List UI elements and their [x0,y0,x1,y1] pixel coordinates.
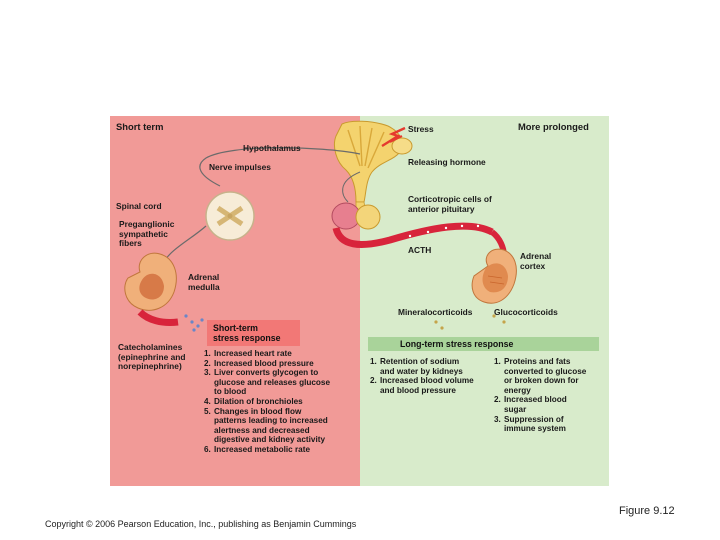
corticotropic-label: Corticotropic cells of anterior pituitar… [408,194,492,214]
list-item-text: Suppression of immune system [504,414,566,434]
long-term-box-title: Long-term stress response [400,339,514,349]
list-item-number: 1. [494,357,501,366]
list-item-number: 5. [204,406,211,416]
adrenal-cortex-label: Adrenal cortex [520,251,552,271]
mineralocorticoids-label: Mineralocorticoids [398,307,473,317]
list-item-text: Increased heart rate [214,349,292,358]
acth-particles [408,224,480,238]
catecholamine-vessel [137,309,179,326]
list-item-number: 1. [204,349,211,358]
list-item-text: Increased blood pressure [214,358,314,368]
list-item-text: Proteins and fats converted to glucose o… [504,357,587,395]
list-item: 6.Increased metabolic rate [204,445,364,455]
diagram-artwork [110,116,609,486]
long-term-list-left: 1.Retention of sodium and water by kidne… [370,357,496,395]
preganglionic-label: Preganglionic sympathetic fibers [119,219,175,249]
acth-label: ACTH [408,245,432,255]
list-item-number: 1. [370,357,377,366]
spinal-cord-illustration [205,191,255,241]
adrenal-cortex-illustration [471,248,517,304]
list-item: 3.Suppression of immune system [494,415,608,434]
list-item-text: Increased blood volume and blood pressur… [380,376,474,395]
list-item-number: 4. [204,396,211,406]
nerve-impulses-label: Nerve impulses [209,162,271,172]
list-item-text: Dilation of bronchioles [214,396,303,406]
list-item-text: Increased blood sugar [504,395,567,414]
pituitary-illustration [331,201,381,230]
list-item: 1.Retention of sodium and water by kidne… [370,357,496,376]
list-item: 3.Liver converts glycogen to glucose and… [204,368,364,397]
list-item: 2.Increased blood volume and blood press… [370,376,496,395]
releasing-hormone-label: Releasing hormone [408,157,486,167]
blood-vessel [332,222,494,248]
list-item-text: Retention of sodium and water by kidneys [380,357,463,376]
list-item-number: 3. [494,414,501,424]
stress-label: Stress [408,124,434,134]
adrenal-medulla-label: Adrenal medulla [188,272,220,292]
list-item: 1.Increased heart rate [204,349,364,359]
more-prolonged-heading: More prolonged [518,121,589,132]
list-item-number: 2. [370,376,377,386]
adrenal-medulla-illustration [124,252,177,311]
list-item: 2.Increased blood sugar [494,395,608,414]
list-item-number: 6. [204,444,211,454]
short-term-box-title: Short-term stress response [213,323,281,343]
list-item-text: Changes in blood flow patterns leading t… [214,406,328,445]
long-term-list-right: 1.Proteins and fats converted to glucose… [494,357,608,434]
long-term-box-header [368,337,599,351]
list-item: 1.Proteins and fats converted to glucose… [494,357,608,395]
short-term-heading: Short term [116,121,164,132]
stress-response-figure: Short term More prolonged Stress Hypotha… [110,116,609,486]
short-term-box-header [207,320,300,346]
list-item-number: 3. [204,368,211,378]
corticoid-particles [434,314,506,330]
list-item-number: 2. [494,395,501,405]
catecholamine-particles [184,314,204,332]
figure-label: Figure 9.12 [619,505,675,517]
list-item-text: Liver converts glycogen to glucose and r… [214,368,331,397]
copyright-text: Copyright © 2006 Pearson Education, Inc.… [45,519,357,529]
hypothalamus-label: Hypothalamus [243,143,301,153]
list-item-number: 2. [204,358,211,368]
hypothalamus-illustration [333,120,413,203]
list-item: 5.Changes in blood flow patterns leading… [204,407,364,445]
list-item: 2.Increased blood pressure [204,359,364,369]
catecholamines-label: Catecholamines (epinephrine and norepine… [118,342,186,372]
nerve-impulse-path [199,147,361,187]
list-item-text: Increased metabolic rate [214,444,311,454]
spinal-cord-label: Spinal cord [116,201,162,211]
glucocorticoids-label: Glucocorticoids [494,307,558,317]
list-item: 4.Dilation of bronchioles [204,397,364,407]
hypothalamus-pituitary-path [342,171,361,203]
